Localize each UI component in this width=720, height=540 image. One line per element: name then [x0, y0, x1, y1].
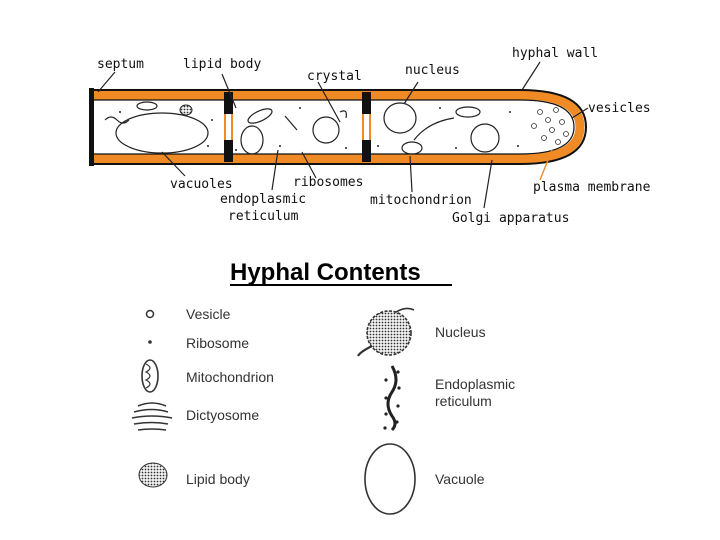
figure-title: Hyphal Contents	[230, 259, 421, 286]
label-vesicles: vesicles	[588, 101, 651, 116]
nucleus-icon	[357, 307, 415, 357]
legend-nucleus: Nucleus	[435, 324, 486, 340]
ribosome-dots	[119, 107, 519, 151]
er-strand	[413, 117, 455, 141]
label-ribosomes: ribosomes	[293, 175, 363, 190]
endoplasmic-reticulum-icon	[383, 365, 401, 432]
septum-1	[224, 92, 233, 162]
crystal	[312, 116, 340, 144]
label-vacuoles: vacuoles	[170, 177, 233, 192]
legend-er-line2: reticulum	[435, 393, 492, 409]
lipid-body	[179, 104, 193, 116]
vacuole-large	[115, 112, 209, 154]
nucleus	[383, 102, 417, 134]
legend-vacuole: Vacuole	[435, 471, 485, 487]
legend-er-line1: Endoplasmic	[435, 376, 515, 392]
legend-dictyosome: Dictyosome	[186, 407, 259, 423]
legend: Vesicle Ribosome Mitochondrion Dictyosom…	[131, 306, 515, 515]
mitochondrion-1	[247, 108, 273, 124]
septum-2	[362, 92, 371, 162]
apical-vesicles	[531, 107, 569, 145]
label-plasma-membrane: plasma membrane	[533, 180, 651, 195]
lipid-body-icon	[138, 462, 168, 488]
label-er-line2: reticulum	[228, 209, 299, 224]
label-hyphal-wall: hyphal wall	[512, 46, 598, 61]
label-septum: septum	[97, 57, 144, 72]
label-nucleus: nucleus	[405, 63, 460, 78]
hyphal-wall	[92, 90, 585, 164]
label-crystal: crystal	[307, 69, 362, 84]
legend-lipid-body: Lipid body	[186, 471, 250, 487]
label-er-line1: endoplasmic	[220, 192, 306, 207]
label-mitochondrion: mitochondrion	[370, 193, 472, 208]
vesicle-icon	[145, 309, 155, 319]
mitochondrion-icon	[141, 359, 159, 393]
golgi-body	[401, 141, 423, 155]
ribosome-icon	[148, 340, 152, 344]
label-golgi: Golgi apparatus	[452, 211, 569, 226]
legend-ribosome: Ribosome	[186, 335, 249, 351]
hypha-diagram: septum lipid body crystal nucleus hyphal…	[89, 46, 651, 226]
label-lipid-body: lipid body	[183, 57, 261, 72]
dictyosome-icon	[131, 402, 173, 431]
legend-vesicle: Vesicle	[186, 306, 231, 322]
pointer-arrows	[97, 61, 589, 209]
legend-mitochondrion: Mitochondrion	[186, 369, 274, 385]
vacuole-icon	[364, 443, 416, 515]
